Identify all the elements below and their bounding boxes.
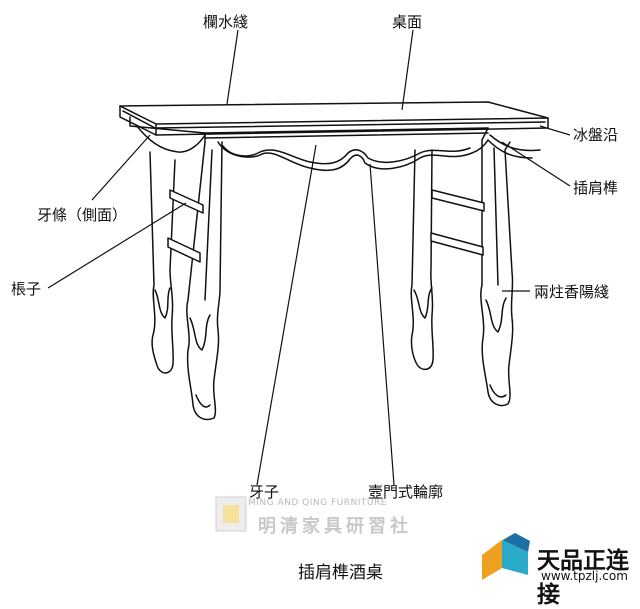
- watermark-chinese: 明清家具研習社: [258, 516, 412, 537]
- watermark-emblem: [215, 496, 247, 532]
- leader-lanshui-xian: [226, 29, 239, 105]
- label-liangzhu-xiang-yangxian: 兩炷香陽綫: [534, 283, 610, 301]
- leader-chajian-sun: [501, 141, 571, 187]
- leader-zhuomian: [401, 29, 414, 111]
- table-illustration: [47, 29, 571, 580]
- leader-yazi: [256, 144, 317, 486]
- leg-right-front: [480, 127, 514, 407]
- watermark-english: MING AND QING FURNITURE: [248, 498, 387, 508]
- label-bingpan-yan: 冰盤沿: [573, 126, 619, 144]
- stretchers-right: [430, 189, 485, 256]
- leader-chengzi: [47, 202, 187, 289]
- figure-caption: 插肩榫酒桌: [298, 563, 383, 583]
- label-humen-lunkuo: 壼門式輪廓: [368, 483, 444, 501]
- leg-left-back: [149, 151, 176, 374]
- brand-url: www.tpzlj.com: [541, 569, 628, 583]
- leader-yatiao: [91, 134, 151, 201]
- leader-bingpan-yan: [539, 125, 571, 136]
- label-yatiao: 牙條（側面）: [37, 206, 128, 224]
- label-yazi: 牙子: [249, 483, 280, 501]
- label-zhuomian: 桌面: [392, 13, 423, 31]
- leg-right-back: [410, 149, 434, 371]
- leader-humen: [369, 163, 395, 486]
- brand-logo-icon: [482, 533, 530, 580]
- label-chajian-sun: 插肩榫: [573, 179, 619, 197]
- label-lanshui-xian: 欄水綫: [203, 13, 249, 31]
- leg-left-front: [186, 134, 223, 421]
- stretchers-left: [167, 189, 204, 263]
- label-chengzi: 棖子: [11, 280, 42, 298]
